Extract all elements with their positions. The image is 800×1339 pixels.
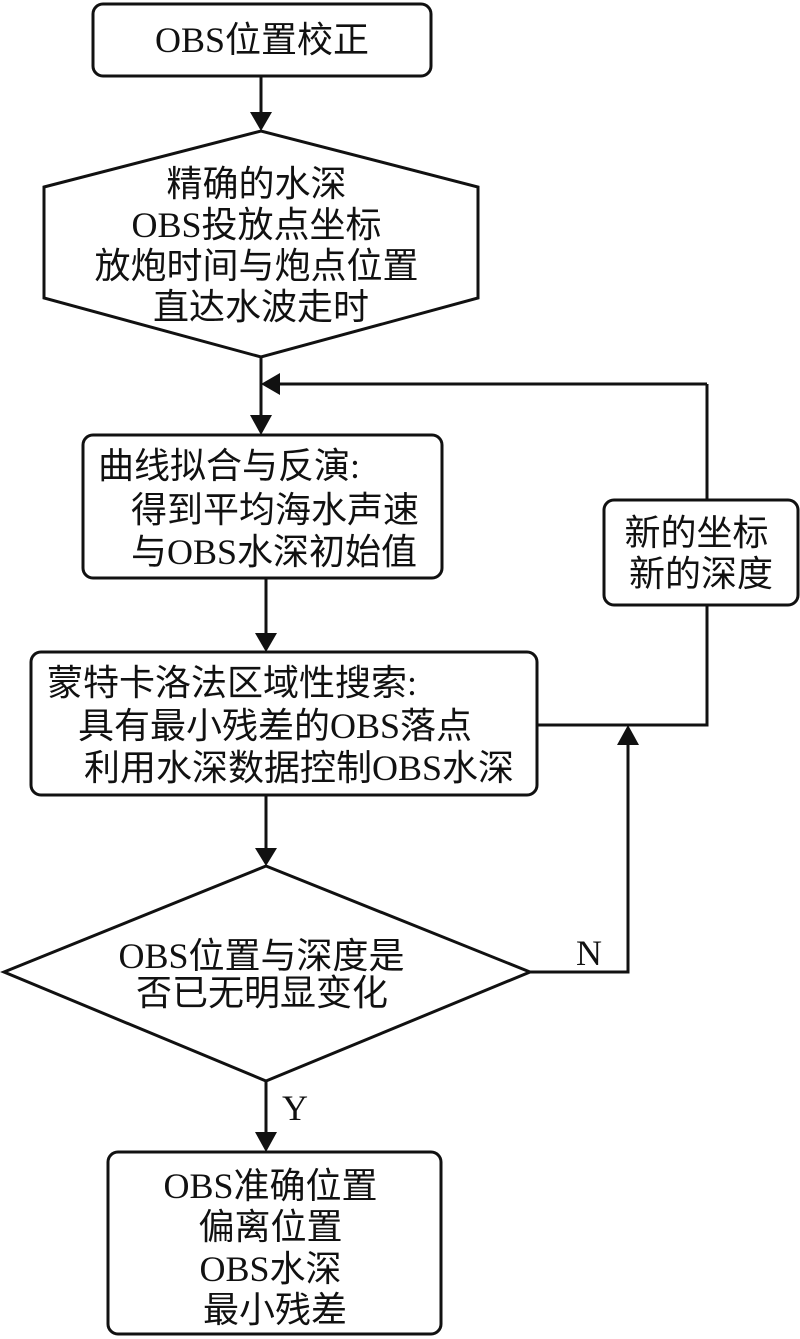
node-result-line: 偏离位置 xyxy=(198,1207,342,1247)
node-monte-carlo-line: 利用水深数据控制OBS水深 xyxy=(84,748,514,788)
edge-label-yes: Y xyxy=(282,1088,308,1128)
node-monte-carlo: 蒙特卡洛法区域性搜索: 具有最小残差的OBS落点 利用水深数据控制OBS水深 xyxy=(29,650,539,797)
node-start-box xyxy=(91,2,433,78)
edge-monte-carlo-to-feedback xyxy=(537,605,709,727)
node-result: OBS准确位置 偏离位置 OBS水深 最小残差 xyxy=(106,1150,443,1336)
node-feedback-line: 新的深度 xyxy=(629,554,773,594)
node-result-box xyxy=(106,1150,443,1336)
node-feedback-line: 新的坐标 xyxy=(624,513,768,553)
arrowhead-result xyxy=(255,1132,277,1152)
node-monte-carlo-text: 蒙特卡洛法区域性搜索: 具有最小残差的OBS落点 利用水深数据控制OBS水深 xyxy=(47,663,514,788)
node-result-line: 最小残差 xyxy=(203,1290,347,1330)
node-feedback-box xyxy=(602,498,800,607)
edge-decision-no-to-feedback-join xyxy=(530,745,630,974)
node-result-line: OBS水深 xyxy=(199,1249,341,1289)
node-decision-line: 否已无明显变化 xyxy=(136,973,388,1013)
node-feedback-text: 新的坐标 新的深度 xyxy=(624,513,777,594)
arrowhead-feedback-return xyxy=(261,373,280,395)
arrowhead-inputs xyxy=(250,112,272,131)
arrowhead-monte-carlo xyxy=(255,633,277,652)
node-decision-line: OBS位置与深度是 xyxy=(118,936,404,976)
node-decision-text: OBS位置与深度是 否已无明显变化 xyxy=(118,936,413,1013)
node-monte-carlo-line: 蒙特卡洛法区域性搜索: xyxy=(47,663,417,703)
node-feedback: 新的坐标 新的深度 xyxy=(602,498,800,607)
node-start: OBS位置校正 xyxy=(91,2,433,78)
node-inputs-text: 精确的水深 OBS投放点坐标 放炮时间与炮点位置 直达水波走时 xyxy=(94,164,427,327)
node-inputs-line: 放炮时间与炮点位置 xyxy=(94,246,418,286)
arrowhead-decision xyxy=(255,848,277,866)
node-result-line: OBS准确位置 xyxy=(163,1166,377,1206)
node-inputs-line: OBS投放点坐标 xyxy=(131,205,381,245)
node-curve-fit-box xyxy=(81,433,444,580)
node-curve-fit-text: 曲线拟合与反演: 得到平均海水声速 与OBS水深初始值 xyxy=(98,446,428,572)
node-curve-fit-line: 与OBS水深初始值 xyxy=(131,532,417,572)
node-monte-carlo-box xyxy=(29,650,539,797)
node-decision-diamond xyxy=(0,864,534,1083)
node-inputs-line: 精确的水深 xyxy=(166,164,346,204)
connectors xyxy=(250,76,709,1152)
node-inputs-hexagon xyxy=(42,129,480,359)
node-result-text: OBS准确位置 偏离位置 OBS水深 最小残差 xyxy=(163,1166,386,1330)
arrowhead-curve-fit xyxy=(250,415,272,435)
arrowhead-feedback-join xyxy=(617,725,639,745)
node-curve-fit: 曲线拟合与反演: 得到平均海水声速 与OBS水深初始值 xyxy=(81,433,444,580)
node-curve-fit-line: 曲线拟合与反演: xyxy=(98,446,360,486)
node-monte-carlo-line: 具有最小残差的OBS落点 xyxy=(78,706,472,746)
node-start-line: OBS位置校正 xyxy=(155,20,369,60)
node-curve-fit-line: 得到平均海水声速 xyxy=(131,490,419,530)
node-decision: OBS位置与深度是 否已无明显变化 xyxy=(0,864,534,1083)
node-start-text: OBS位置校正 xyxy=(155,20,369,60)
node-inputs-line: 直达水波走时 xyxy=(153,287,369,327)
node-inputs: 精确的水深 OBS投放点坐标 放炮时间与炮点位置 直达水波走时 xyxy=(42,129,480,359)
edge-label-no: N xyxy=(576,933,602,973)
